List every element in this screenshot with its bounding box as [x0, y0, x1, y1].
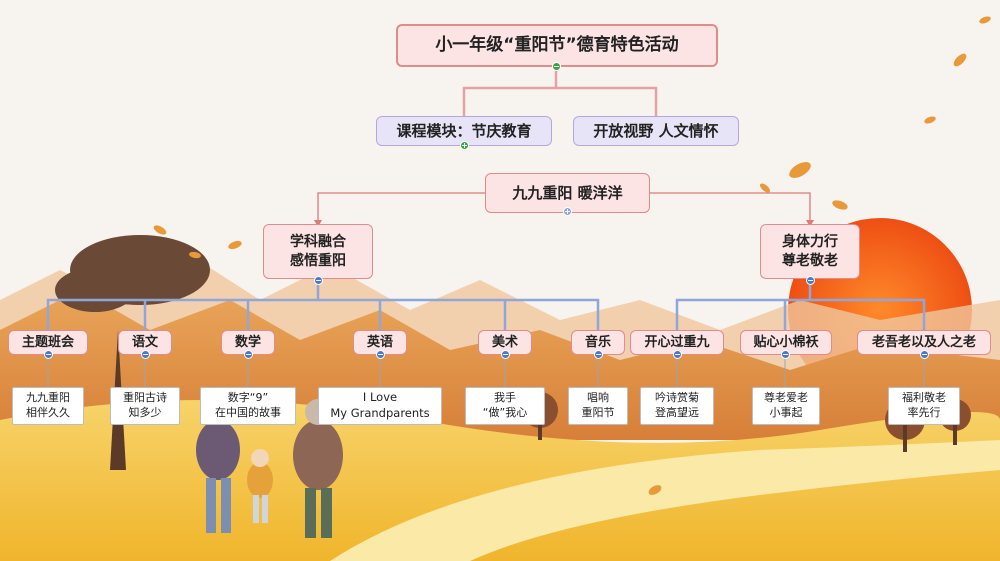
- subject-label: 主题班会: [21, 334, 74, 350]
- detail-math: 数字“9” 在中国的故事: [200, 387, 296, 425]
- collapse-icon[interactable]: −: [920, 350, 929, 359]
- detail-line: I Love: [362, 390, 398, 405]
- branch-subjects-node[interactable]: 学科融合 感悟重阳: [263, 224, 373, 279]
- detail-english: I Love My Grandparents: [318, 387, 442, 425]
- module-vision-text: 开放视野 人文情怀: [593, 121, 719, 140]
- root-title-text: 小一年级“重阳节”德育特色活动: [435, 35, 679, 56]
- detail-line: 登高望远: [655, 406, 699, 419]
- collapse-practice-icon[interactable]: −: [806, 276, 815, 285]
- detail-line: 尊老爱老: [764, 391, 808, 405]
- subject-label: 语文: [131, 334, 158, 350]
- collapse-root-icon[interactable]: −: [552, 62, 561, 71]
- detail-line: 唱响: [587, 391, 609, 405]
- module-course-text: 课程模块：节庆教育: [396, 121, 532, 140]
- collapse-icon[interactable]: −: [781, 350, 790, 359]
- detail-line: 重阳古诗: [123, 391, 167, 405]
- falling-leaves: [153, 16, 991, 495]
- detail-line: 我手: [494, 391, 516, 405]
- detail-line: 福利敬老: [902, 391, 946, 405]
- action-label: 老吾老以及人之老: [871, 334, 976, 350]
- collapse-icon[interactable]: −: [376, 350, 385, 359]
- center-theme-text: 九九重阳 暖洋洋: [512, 183, 623, 202]
- detail-line: 知多少: [128, 406, 162, 419]
- golden-field: [0, 400, 1000, 561]
- detail-line: 率先行: [907, 406, 941, 419]
- detail-respect-elders: 福利敬老 率先行: [888, 387, 960, 425]
- expand-module-icon[interactable]: +: [460, 141, 469, 150]
- detail-art: 我手 “做”我心: [465, 387, 545, 425]
- expand-center-icon[interactable]: +: [563, 207, 572, 216]
- center-theme-node[interactable]: 九九重阳 暖洋洋: [485, 173, 650, 213]
- detail-line: 数字“9”: [227, 391, 269, 405]
- detail-class-meeting: 九九重阳 相伴久久: [12, 387, 84, 425]
- detail-caring-child: 尊老爱老 小事起: [752, 387, 820, 425]
- action-label: 开心过重九: [644, 334, 710, 350]
- detail-line: 相伴久久: [26, 406, 70, 419]
- detail-line: 小事起: [769, 406, 803, 419]
- subject-label: 美术: [491, 334, 518, 350]
- collapse-icon[interactable]: −: [141, 350, 150, 359]
- detail-double-ninth: 吟诗赏菊 登高望远: [640, 387, 714, 425]
- branch-subjects-line2: 感悟重阳: [290, 252, 346, 269]
- subject-label: 英语: [366, 334, 393, 350]
- detail-chinese: 重阳古诗 知多少: [110, 387, 180, 425]
- branch-practice-line2: 尊老敬老: [782, 252, 838, 269]
- subject-english[interactable]: 英语: [353, 330, 407, 355]
- detail-line: My Grandparents: [330, 406, 430, 420]
- detail-line: 重阳节: [581, 406, 615, 419]
- detail-music: 唱响 重阳节: [568, 387, 628, 425]
- detail-line: 吟诗赏菊: [655, 391, 699, 405]
- path-road: [330, 440, 1000, 561]
- collapse-icon[interactable]: −: [501, 350, 510, 359]
- collapse-icon[interactable]: −: [244, 350, 253, 359]
- detail-line: 九九重阳: [26, 391, 70, 405]
- module-vision-node[interactable]: 开放视野 人文情怀: [573, 116, 739, 146]
- collapse-icon[interactable]: −: [673, 350, 682, 359]
- branch-practice-line1: 身体力行: [782, 233, 838, 250]
- root-title-node[interactable]: 小一年级“重阳节”德育特色活动: [396, 24, 718, 67]
- subject-math[interactable]: 数学: [221, 330, 275, 355]
- collapse-icon[interactable]: −: [594, 350, 603, 359]
- collapse-icon[interactable]: −: [44, 350, 53, 359]
- branch-practice-node[interactable]: 身体力行 尊老敬老: [760, 224, 860, 279]
- collapse-subjects-icon[interactable]: −: [314, 276, 323, 285]
- detail-line: “做”我心: [482, 406, 528, 419]
- detail-line: 在中国的故事: [215, 406, 281, 419]
- branch-subjects-line1: 学科融合: [290, 233, 346, 250]
- subject-label: 音乐: [584, 334, 611, 350]
- action-label: 贴心小棉袄: [753, 334, 819, 350]
- subject-label: 数学: [234, 334, 261, 350]
